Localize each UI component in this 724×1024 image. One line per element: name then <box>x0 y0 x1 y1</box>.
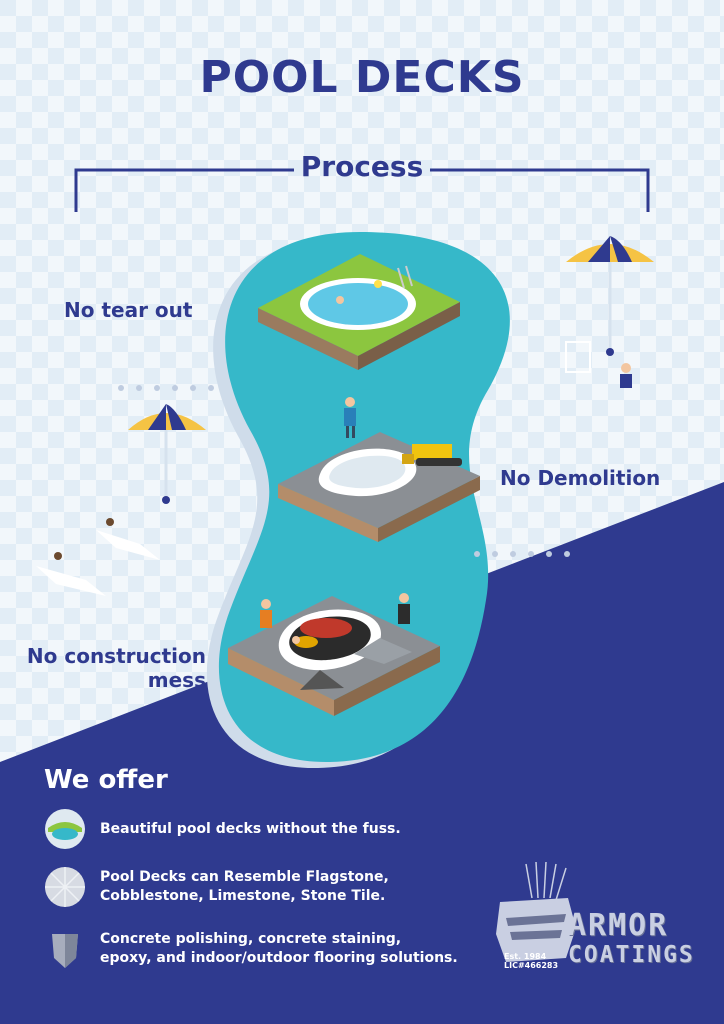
offer-item-concrete-solutions: Concrete polishing, concrete staining, e… <box>44 928 484 970</box>
process-heading: Process <box>300 150 424 183</box>
offer-text-line1: Pool Decks can Resemble Flagstone, <box>100 869 389 885</box>
offer-item-text: Pool Decks can Resemble Flagstone, Cobbl… <box>100 868 389 906</box>
offer-heading: We offer <box>44 765 168 795</box>
deck-one-grass <box>258 254 460 370</box>
stone-tile-icon <box>45 867 85 907</box>
offer-item-text: Concrete polishing, concrete staining, e… <box>100 930 458 968</box>
step-no-construction-mess: No construction mess <box>18 644 206 692</box>
offer-item-pool-decks: Beautiful pool decks without the fuss. <box>44 808 484 850</box>
offer-text-line2: Cobblestone, Limestone, Stone Tile. <box>100 888 386 904</box>
step-three-line1: No construction <box>26 644 206 668</box>
offer-item-stone-looks: Pool Decks can Resemble Flagstone, Cobbl… <box>44 866 484 908</box>
logo-est-year: Est. 1984 <box>504 952 547 961</box>
page-title: POOL DECKS <box>199 52 525 103</box>
logo-sub: COATINGS <box>568 942 695 968</box>
decor-dots-left <box>118 376 226 395</box>
logo-est: Est. 1984 LIC#466283 <box>504 952 558 970</box>
pool-photo-icon <box>45 809 85 849</box>
step-no-demolition: No Demolition <box>500 466 661 490</box>
process-bracket <box>74 168 650 212</box>
step-three-line2: mess <box>147 668 206 692</box>
offer-text-line1: Concrete polishing, concrete staining, <box>100 931 402 947</box>
offer-text-line2: epoxy, and indoor/outdoor flooring solut… <box>100 950 458 966</box>
deck-two-concrete <box>278 397 480 542</box>
deck-three-construction <box>228 593 440 716</box>
decor-dots-right <box>474 542 582 561</box>
offer-item-text: Beautiful pool decks without the fuss. <box>100 820 401 837</box>
umbrella-right-illustration <box>565 236 654 388</box>
shield-icon <box>52 934 78 968</box>
umbrella-left-illustration <box>36 404 206 596</box>
logo-license: LIC#466283 <box>504 961 559 970</box>
step-no-tear-out: No tear out <box>64 298 193 322</box>
armor-coatings-helmet-icon <box>496 861 576 962</box>
logo-name: ARMOR <box>568 908 669 943</box>
